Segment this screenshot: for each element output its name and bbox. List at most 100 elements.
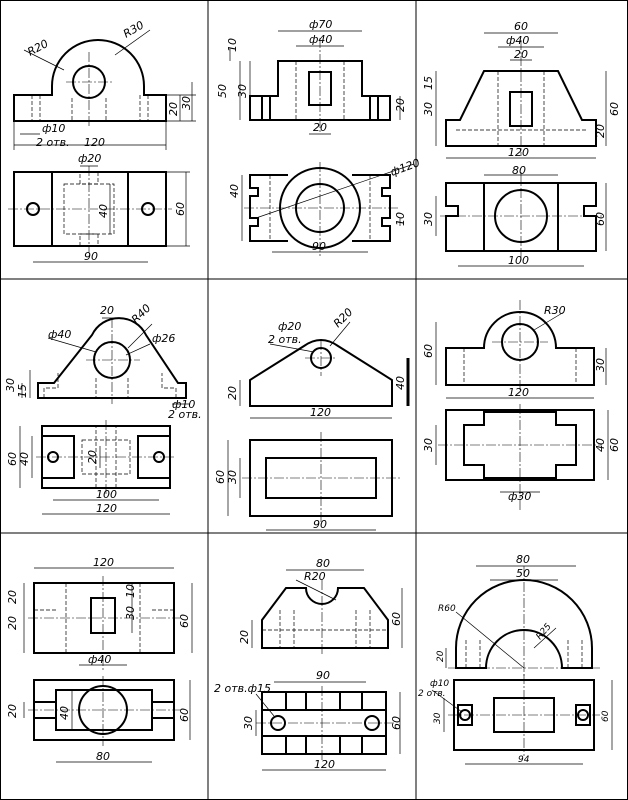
dim-label: R60 [438, 604, 456, 614]
dim-label: ф10 [172, 398, 195, 411]
cell-6-front-view: R30 60 30 120 [422, 300, 607, 399]
dim-label: 20 [394, 98, 407, 112]
dim-label: 20 [100, 304, 114, 317]
dim-label: 80 [96, 750, 110, 763]
cell-9-front-view: 80 50 R60 R25 20 [436, 553, 600, 676]
dim-label: 2 отв.ф15 [214, 682, 271, 695]
cell-8: 80 R20 60 20 90 2 от [214, 557, 403, 771]
dim-label: 20 [514, 48, 528, 61]
cell-3: 60 ф40 20 15 30 60 20 120 80 30 60 100 [422, 20, 621, 267]
dim-label: 60 [422, 344, 435, 358]
dim-label: 80 [316, 557, 330, 570]
dim-label: 40 [228, 184, 241, 198]
dim-label: 50 [216, 84, 229, 98]
dim-label: 60 [390, 716, 403, 730]
dim-label: 60 [594, 212, 607, 226]
dim-label: ф70 [309, 18, 332, 31]
cell-2-plan-view: ф120 40 10 90 [228, 156, 422, 256]
dim-label: ф10 [430, 679, 449, 689]
dim-label: ф40 [88, 653, 111, 666]
dim-label: 40 [18, 452, 31, 466]
dim-label: 10 [124, 584, 137, 598]
cell-5-plan-view: 60 30 90 [214, 432, 400, 531]
dim-label: 30 [422, 438, 435, 452]
dim-label: 120 [96, 502, 117, 515]
dim-label: R30 [121, 19, 146, 41]
dim-label: ф10 [42, 122, 65, 135]
dim-label: ф26 [152, 332, 175, 345]
dim-label: 60 [6, 452, 19, 466]
cell-9: 80 50 R60 R25 20 ф10 2 отв. 30 60 94 [418, 553, 613, 765]
dim-label: 60 [601, 710, 611, 722]
dim-label: 60 [514, 20, 528, 33]
dim-label: 40 [394, 376, 407, 390]
dim-label: R30 [544, 304, 566, 317]
dim-label: 10 [226, 38, 239, 52]
dim-label: R20 [25, 37, 50, 59]
dim-label: 120 [314, 758, 335, 771]
dim-label: 40 [594, 438, 607, 452]
cell-1: R20 R30 ф10 2 отв. 120 20 30 ф20 [8, 19, 196, 263]
dim-label: ф20 [78, 152, 101, 165]
dim-label: 20 [226, 386, 239, 400]
dim-label: R20 [304, 570, 326, 583]
cell-4: 20 R40 ф40 ф26 30 15 ф10 2 отв. 60 40 [4, 302, 202, 515]
dim-label: 60 [390, 612, 403, 626]
dim-label: 2 отв. [168, 408, 202, 421]
dim-label: 20 [6, 616, 19, 630]
cell-3-plan-view: 80 30 60 100 [422, 164, 607, 267]
dim-label: 40 [97, 204, 110, 218]
dim-label: 80 [512, 164, 526, 177]
dim-label: R25 [535, 622, 554, 642]
dim-label: 120 [508, 146, 529, 159]
dim-label: 10 [394, 212, 407, 226]
dim-label: 20 [86, 450, 99, 464]
dim-label: 120 [310, 406, 331, 419]
dim-label: 30 [180, 96, 193, 110]
dim-label: 2 отв. [268, 333, 302, 346]
cell-2: ф70 ф40 10 50 30 20 20 ф120 40 10 90 [216, 18, 422, 256]
dim-label: ф40 [309, 33, 332, 46]
cell-7: 120 20 20 10 30 60 ф40 20 40 60 80 [6, 556, 193, 763]
dim-label: 100 [508, 254, 529, 267]
dim-label: 20 [594, 124, 607, 138]
cell-4-front-view: 20 R40 ф40 ф26 30 15 ф10 2 отв. [4, 302, 202, 421]
dim-label: 60 [608, 102, 621, 116]
cell-1-front-view: R20 R30 ф10 2 отв. 120 20 30 [13, 19, 196, 150]
dim-label: 90 [316, 669, 330, 682]
dim-label: 15 [422, 76, 435, 90]
dim-label: 30 [433, 712, 443, 724]
dim-label: 50 [516, 567, 530, 580]
dim-label: 20 [167, 102, 180, 116]
cell-4-plan-view: 60 40 20 100 120 [6, 420, 176, 515]
dim-label: 20 [238, 630, 251, 644]
dim-label: 30 [226, 470, 239, 484]
cell-8-plan-view: 90 2 отв.ф15 30 60 120 [214, 669, 403, 771]
dim-label: 30 [124, 606, 137, 620]
cell-7-front-view: 120 20 20 10 30 60 ф40 [6, 556, 193, 670]
dim-label: 90 [312, 240, 326, 253]
dim-label: 120 [93, 556, 114, 569]
dim-label: 20 [313, 121, 327, 134]
cell-1-plan-view: ф20 40 60 90 [8, 152, 190, 263]
dim-label: 15 [16, 384, 29, 398]
dim-label: 120 [84, 136, 105, 149]
dim-label: 60 [178, 708, 191, 722]
dim-label: 60 [178, 614, 191, 628]
dim-label: 2 отв. [418, 689, 446, 699]
dim-label: 60 [174, 202, 187, 216]
cell-2-front-view: ф70 ф40 10 50 30 20 20 [216, 18, 407, 135]
cell-6: R30 60 30 120 30 40 60 ф30 [422, 300, 621, 510]
dim-label: ф40 [48, 328, 71, 341]
dim-label: 2 отв. [36, 136, 70, 149]
cell-7-plan-view: 20 40 60 80 [6, 676, 191, 763]
cell-9-plan-view: ф10 2 отв. 30 60 94 [418, 674, 613, 765]
dim-label: 30 [4, 378, 17, 392]
dim-label: 120 [508, 386, 529, 399]
dim-label: 90 [84, 250, 98, 263]
dim-label: 60 [608, 438, 621, 452]
dim-label: 94 [518, 755, 530, 765]
dim-label: 30 [236, 84, 249, 98]
dim-label: 80 [516, 553, 530, 566]
